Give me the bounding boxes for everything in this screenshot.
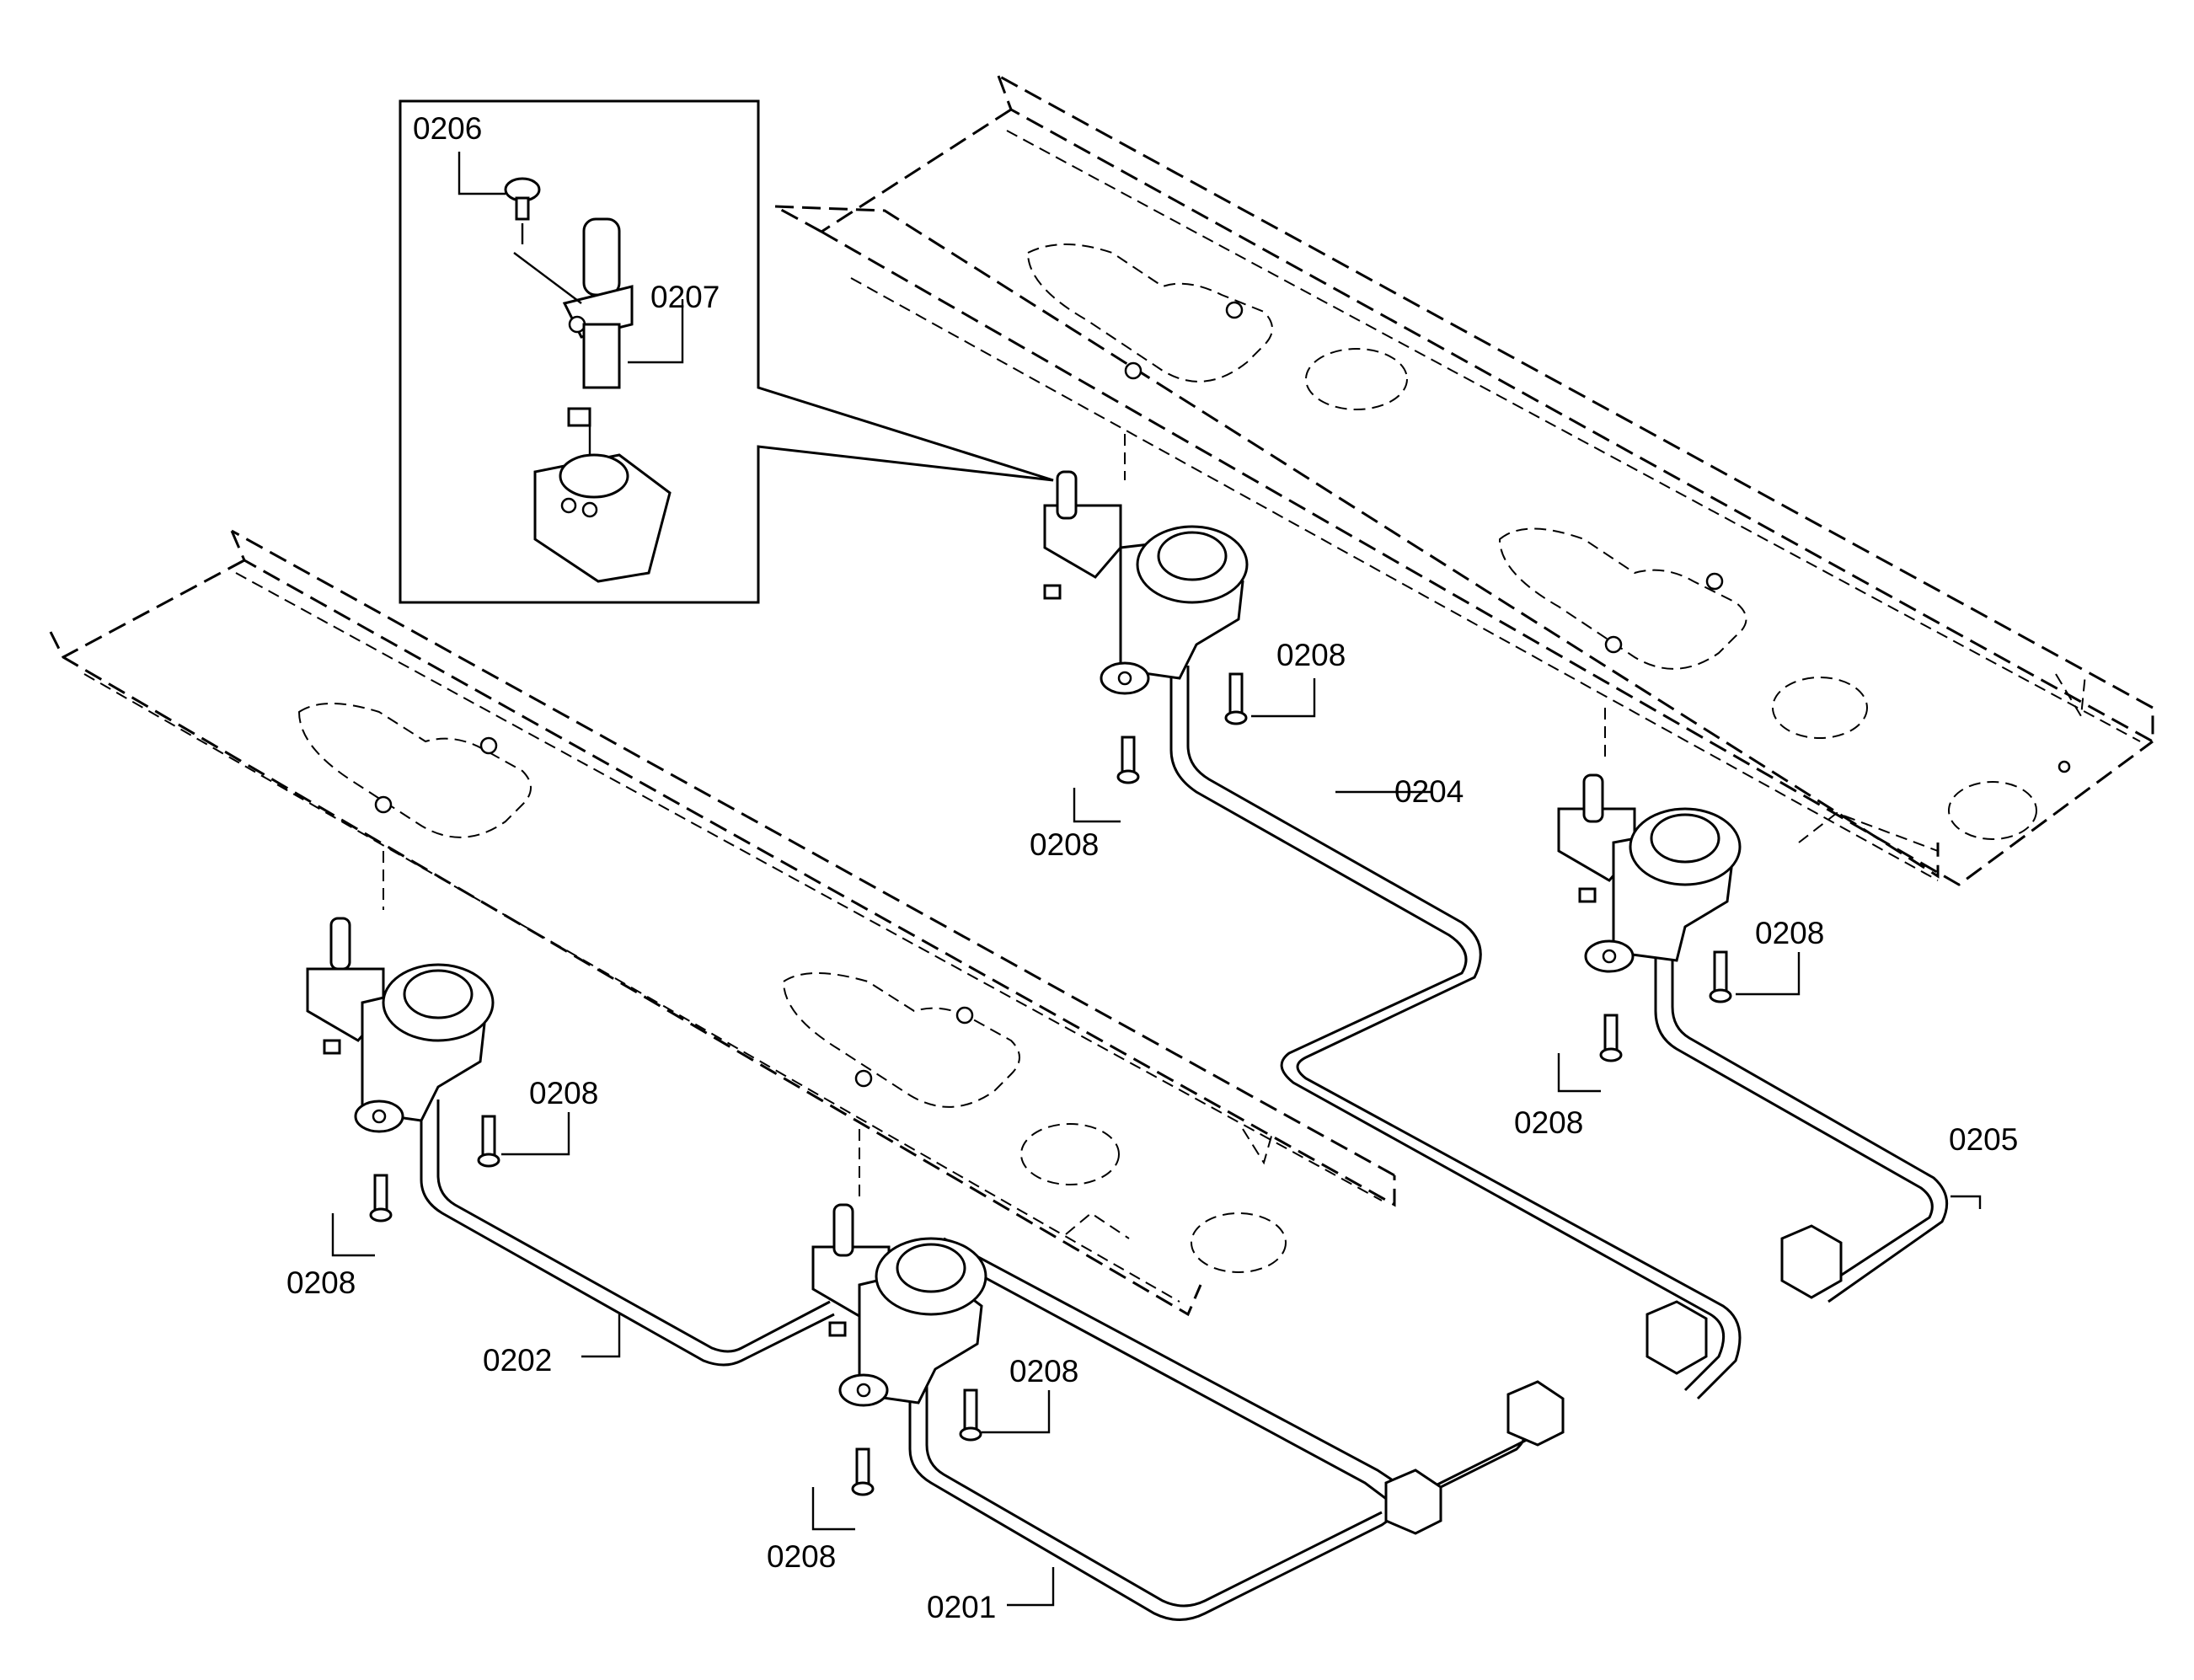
label-0207: 0207 — [650, 280, 720, 314]
label-0208-center-lower-screw: 0208 — [767, 1539, 836, 1574]
label-0208-top-right-screw: 0208 — [1276, 638, 1346, 672]
left-burner-tray — [49, 529, 1396, 1317]
label-0208-left-lower-screw: 0208 — [286, 1265, 356, 1300]
label-0208-top-left-screw: 0208 — [1030, 827, 1099, 862]
burner-left — [306, 917, 495, 1133]
label-0202: 0202 — [483, 1343, 552, 1378]
label-0208-center-screw: 0208 — [1009, 1354, 1078, 1388]
burner-top-center — [1043, 470, 1249, 695]
leader-lines — [331, 152, 1982, 1607]
gas-tubes — [420, 666, 1949, 1621]
label-0208-right-screw: 0208 — [1755, 916, 1824, 950]
label-0205: 0205 — [1949, 1122, 2018, 1157]
tube-fittings — [1384, 1224, 1843, 1535]
label-0206: 0206 — [413, 111, 482, 146]
burner-bottom-center — [811, 1203, 987, 1407]
label-0208-right-lower-screw: 0208 — [1514, 1105, 1583, 1140]
burner-top-right — [1557, 773, 1742, 973]
alignment-lines — [383, 434, 1606, 1196]
label-0201: 0201 — [927, 1590, 996, 1624]
screws — [369, 672, 1732, 1496]
label-0208-left-screw: 0208 — [529, 1076, 598, 1110]
callout-labels: 0206 0207 0208 0208 0204 0208 0208 0205 … — [286, 111, 2018, 1624]
label-0204: 0204 — [1394, 774, 1464, 809]
right-burner-tray — [774, 74, 2154, 886]
inset-detail-box — [399, 99, 1054, 604]
